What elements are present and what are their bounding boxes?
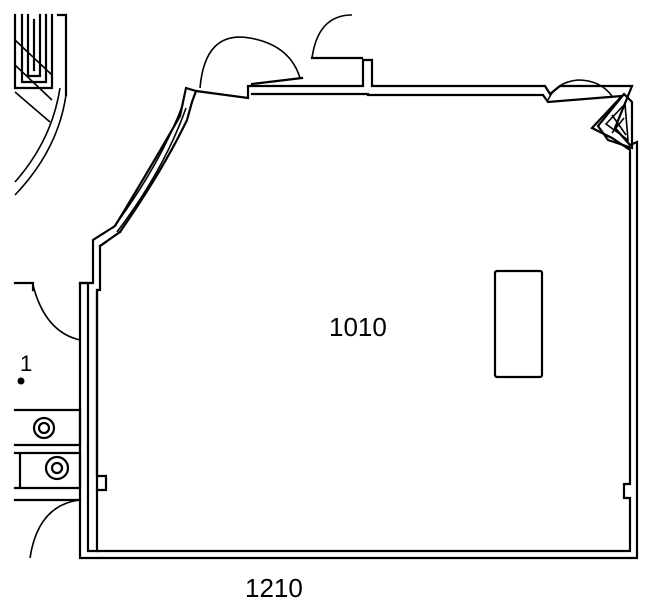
stair-fragment <box>13 13 68 196</box>
curved-glazing <box>112 103 187 233</box>
room-number-1210: 1210 <box>245 573 303 603</box>
point-marker <box>17 377 25 385</box>
shaft-x <box>596 92 634 150</box>
room-1010-walls <box>78 58 639 560</box>
doors <box>13 14 613 559</box>
west-fixtures <box>13 377 82 490</box>
counter-fixture <box>493 269 544 379</box>
room-number-1010: 1010 <box>329 312 387 342</box>
room-number-partial: 1 <box>20 351 32 376</box>
